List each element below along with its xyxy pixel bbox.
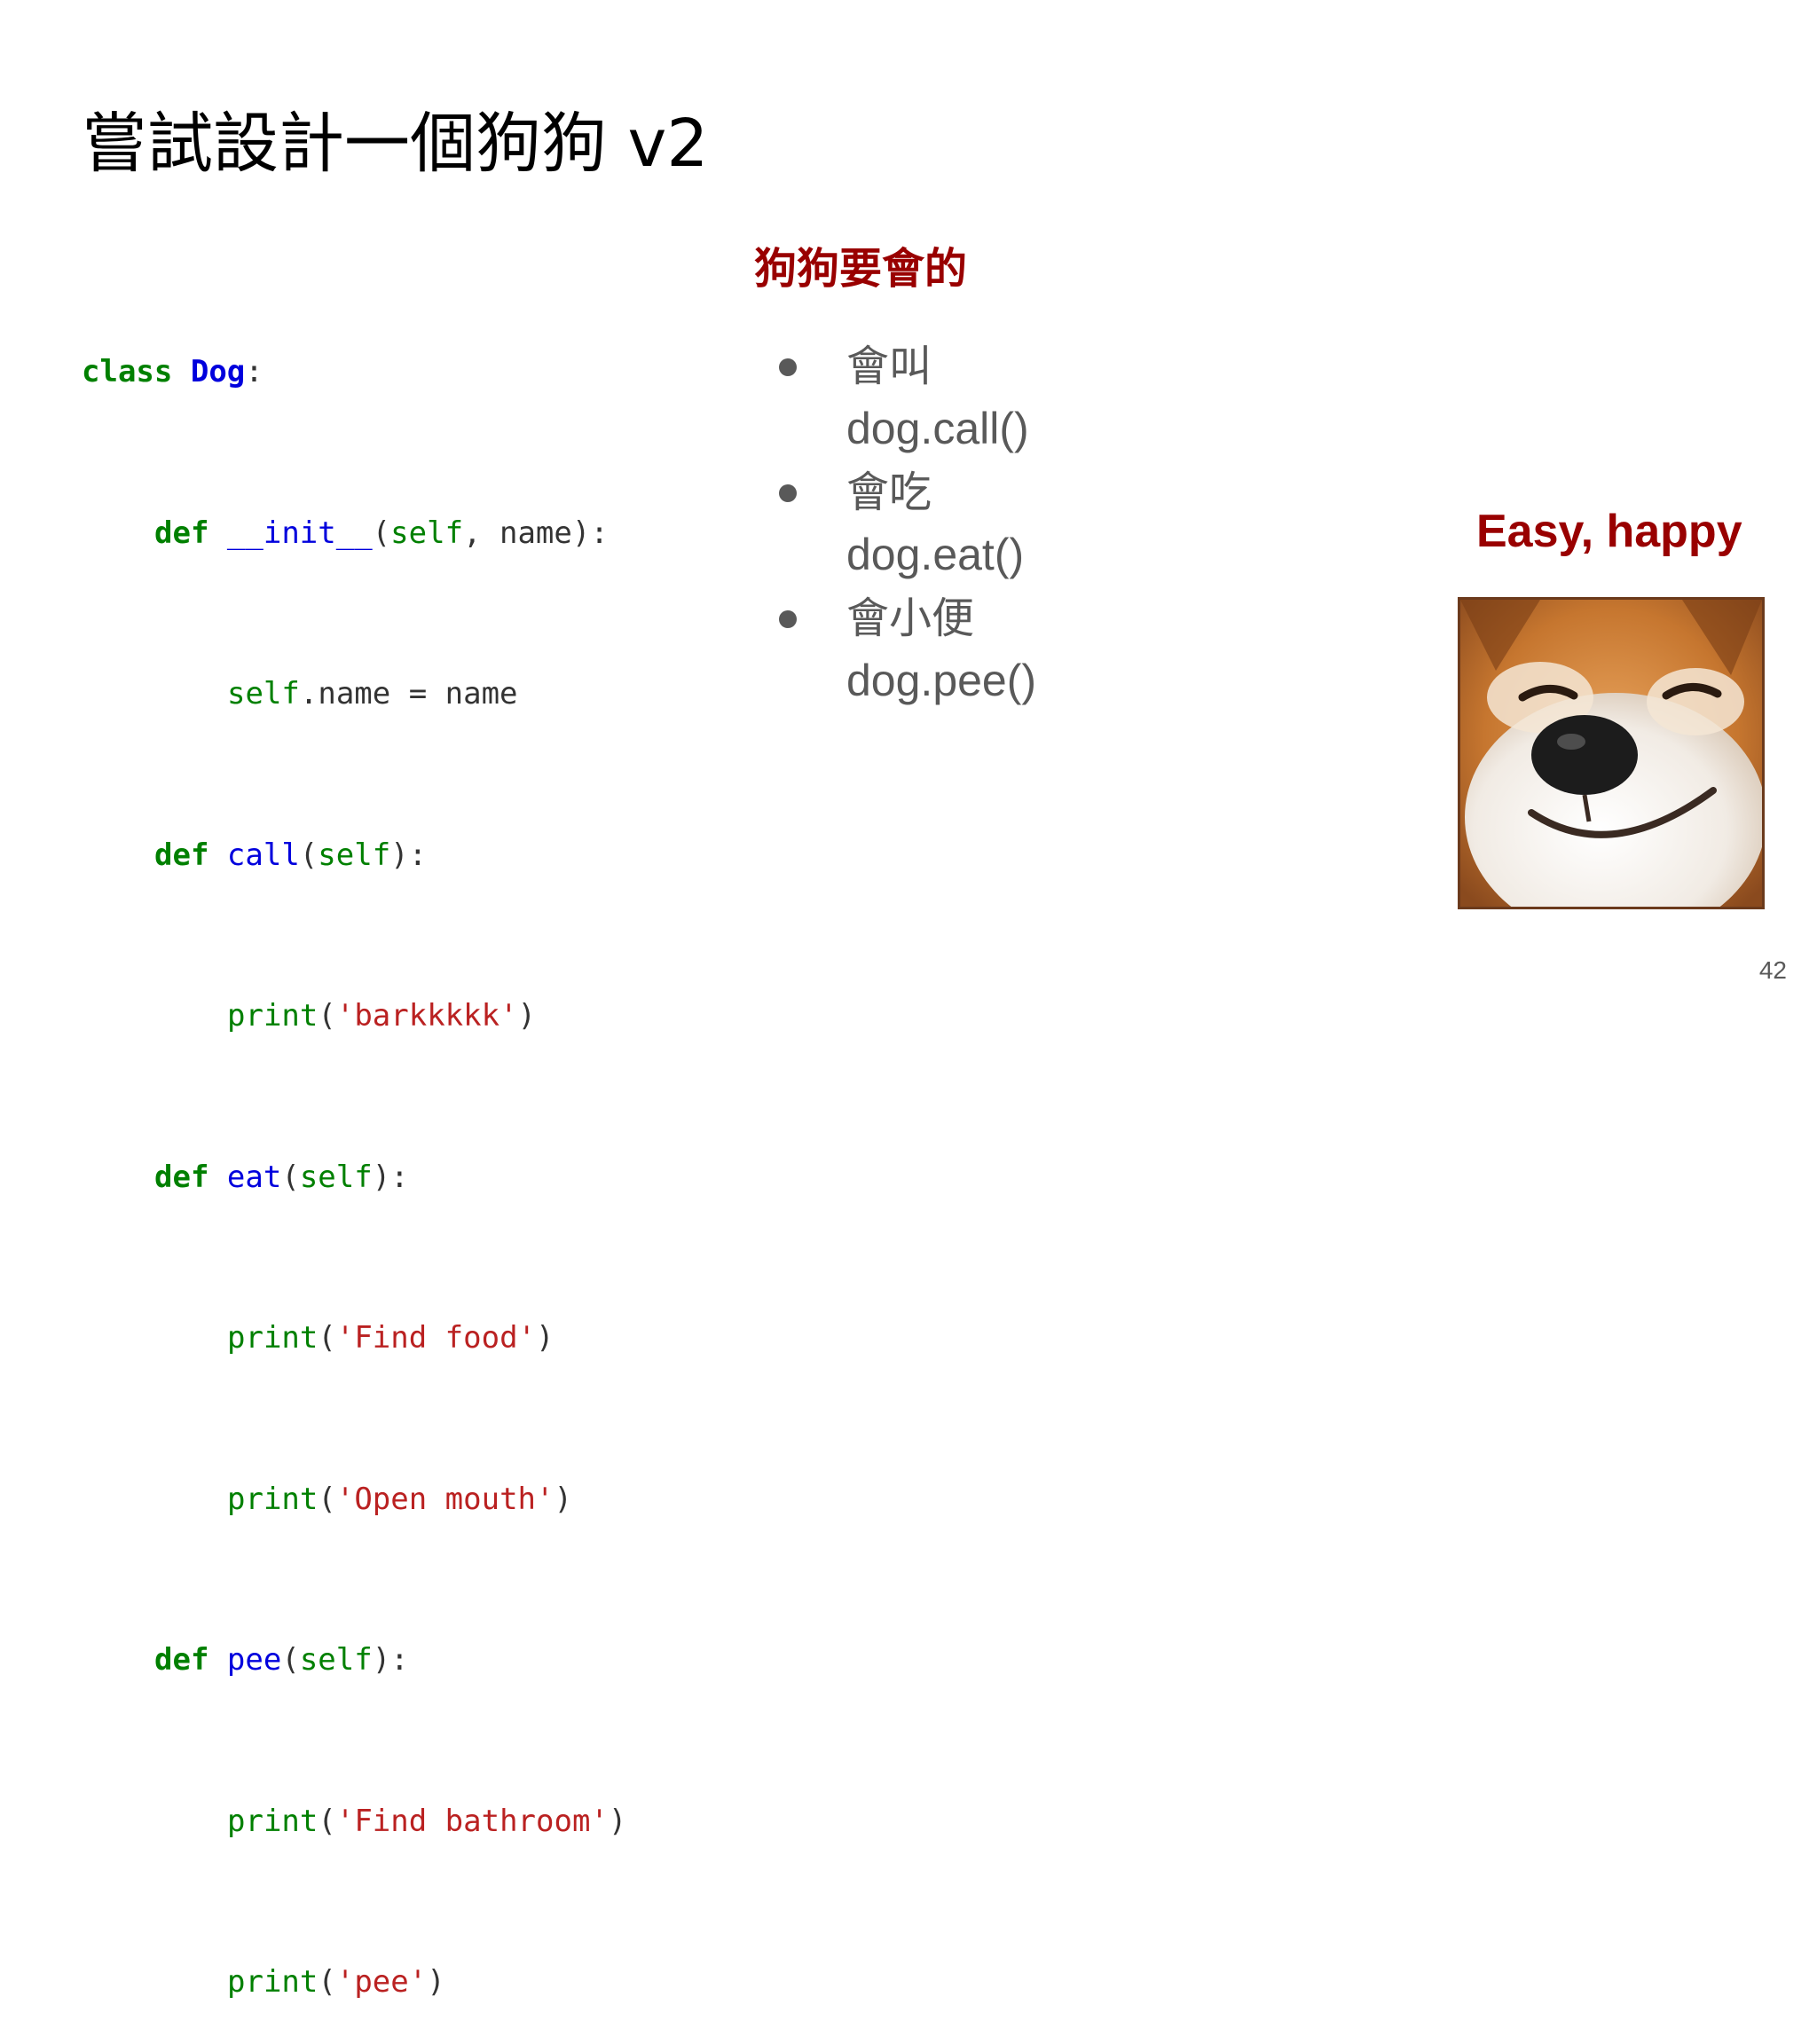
code-line: class Dog: xyxy=(82,345,626,399)
code-builtin: print xyxy=(227,1481,319,1517)
code-punctuation: ( xyxy=(299,837,319,873)
code-function-name: call xyxy=(226,837,300,873)
slide-title: 嘗試設計一個狗狗 v2 xyxy=(82,106,709,182)
code-punctuation: : xyxy=(245,354,264,389)
code-punctuation: ): xyxy=(372,1642,409,1678)
code-builtin: print xyxy=(227,1964,319,2000)
code-string: 'barkkkkk' xyxy=(335,998,518,1034)
bullet-icon xyxy=(779,484,797,502)
code-line: def eat(self): xyxy=(82,1151,626,1205)
dog-image xyxy=(1458,597,1765,909)
code-line: print('Find food') xyxy=(82,1311,626,1365)
code-line: def __init__(self, name): xyxy=(82,507,626,561)
code-self: self xyxy=(227,676,300,711)
page-number: 42 xyxy=(1758,956,1787,984)
code-punctuation: ) xyxy=(427,1964,445,2000)
feature-method: dog.pee() xyxy=(846,656,1037,705)
code-punctuation: ) xyxy=(536,1320,555,1356)
code-function-name: __init__ xyxy=(226,515,373,551)
code-punctuation: , name): xyxy=(463,515,609,551)
code-string: 'Open mouth' xyxy=(335,1481,555,1517)
feature-label: 會小便 xyxy=(846,594,975,643)
code-line: def call(self): xyxy=(82,829,626,883)
code-text: .name = name xyxy=(299,676,518,711)
code-builtin: print xyxy=(227,998,319,1034)
code-self: self xyxy=(299,1159,373,1195)
code-punctuation: ( xyxy=(318,1964,336,2000)
code-self: self xyxy=(390,515,464,551)
code-line: print('Open mouth') xyxy=(82,1473,626,1527)
code-line: self.name = name xyxy=(82,667,626,721)
code-block: class Dog: def __init__(self, name): sel… xyxy=(82,238,626,2044)
features-heading: 狗狗要會的 xyxy=(754,244,968,294)
code-punctuation: ( xyxy=(318,1481,336,1517)
code-line: def pee(self): xyxy=(82,1633,626,1687)
feature-method: dog.call() xyxy=(846,404,1029,453)
code-punctuation: ( xyxy=(318,998,336,1034)
code-string: 'Find bathroom' xyxy=(335,1803,609,1839)
feature-method: dog.eat() xyxy=(846,530,1025,579)
code-punctuation: ) xyxy=(608,1803,627,1839)
code-builtin: print xyxy=(227,1803,319,1839)
code-keyword: def xyxy=(154,1642,209,1678)
code-class-name: Dog xyxy=(190,354,246,389)
code-punctuation: ): xyxy=(390,837,428,873)
feature-label: 會吃 xyxy=(846,468,932,517)
feature-item: 會叫 dog.call() xyxy=(772,335,1036,461)
code-string: 'pee' xyxy=(335,1964,428,2000)
code-punctuation: ( xyxy=(372,515,391,551)
code-function-name: pee xyxy=(226,1642,282,1678)
code-keyword: def xyxy=(154,837,209,873)
code-string: 'Find food' xyxy=(335,1320,537,1356)
code-builtin: print xyxy=(227,1320,319,1356)
bullet-icon xyxy=(779,610,797,628)
code-keyword: class xyxy=(82,354,173,389)
feature-list: 會叫 dog.call() 會吃 dog.eat() 會小便 dog.pee() xyxy=(772,335,1036,713)
feature-label: 會叫 xyxy=(846,342,932,391)
code-self: self xyxy=(318,837,391,873)
image-caption: Easy, happy xyxy=(1476,506,1742,557)
code-punctuation: ( xyxy=(281,1159,300,1195)
code-function-name: eat xyxy=(226,1159,282,1195)
code-keyword: def xyxy=(154,515,209,551)
code-keyword: def xyxy=(154,1159,209,1195)
feature-item: 會吃 dog.eat() xyxy=(772,461,1036,587)
code-line: print('pee') xyxy=(82,1955,626,2009)
feature-item: 會小便 dog.pee() xyxy=(772,587,1036,713)
code-punctuation: ) xyxy=(517,998,537,1034)
dog-face-illustration xyxy=(1460,600,1762,907)
code-line: print('Find bathroom') xyxy=(82,1795,626,1849)
code-self: self xyxy=(299,1642,373,1678)
code-punctuation: ( xyxy=(318,1320,336,1356)
code-punctuation: ( xyxy=(318,1803,336,1839)
code-punctuation: ) xyxy=(554,1481,572,1517)
code-punctuation: ( xyxy=(281,1642,300,1678)
code-line: print('barkkkkk') xyxy=(82,989,626,1043)
bullet-icon xyxy=(779,358,797,376)
code-punctuation: ): xyxy=(372,1159,409,1195)
